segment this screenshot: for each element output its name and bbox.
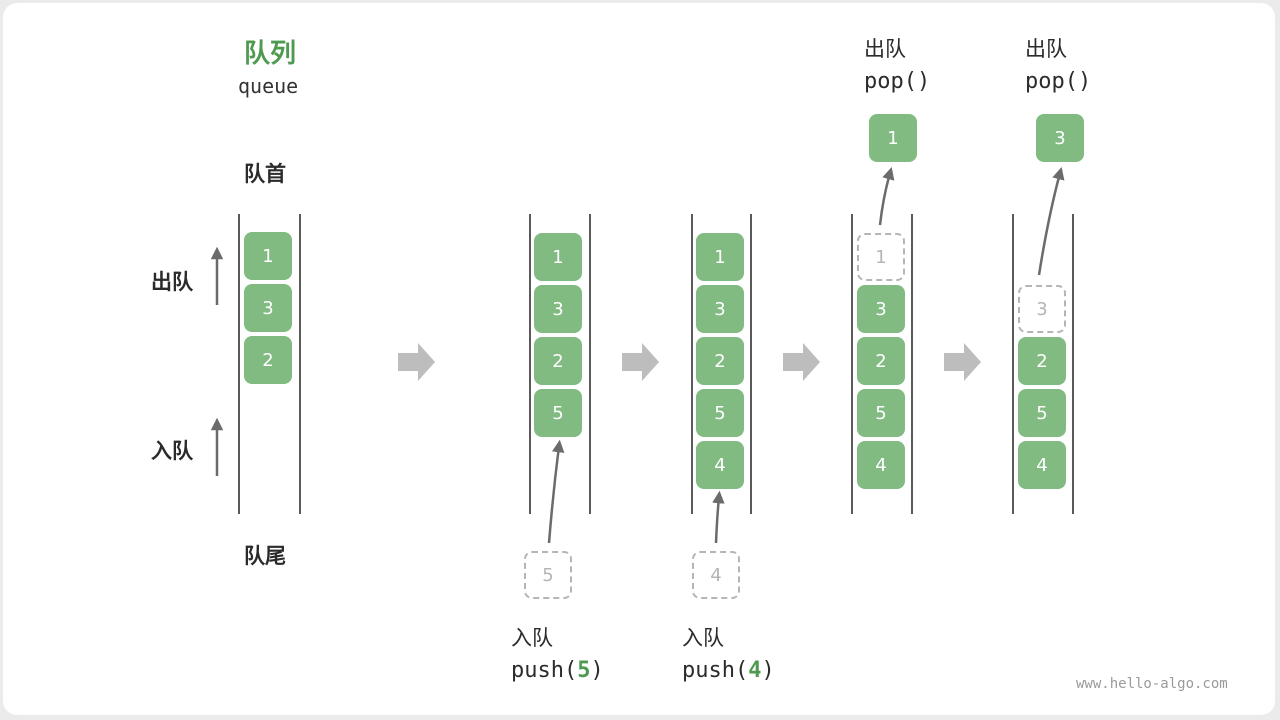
diagram-subtitle: queue [238, 74, 299, 98]
enqueue-label: 入队 [151, 439, 193, 463]
step-operation: pop() [1025, 69, 1092, 94]
step-caption: 出队 [1025, 37, 1067, 61]
push-arrow [712, 490, 725, 544]
step-operation: push(4) [682, 658, 775, 683]
queue-wall-right [299, 214, 301, 514]
queue-element: 4 [857, 441, 905, 489]
step-arrow-icon [944, 343, 981, 381]
queue-element: 3 [534, 285, 582, 333]
queue-wall-left [1012, 214, 1014, 514]
ghost-element: 5 [524, 551, 572, 599]
queue-element: 5 [857, 389, 905, 437]
queue-wall-right [750, 214, 752, 514]
dequeued-element: 1 [869, 114, 917, 162]
step-operation: push(5) [511, 658, 604, 683]
queue-element: 4 [1018, 441, 1066, 489]
step-arrow-icon [398, 343, 435, 381]
queue-element: 5 [534, 389, 582, 437]
ghost-element: 4 [692, 551, 740, 599]
head-label: 队首 [244, 162, 286, 186]
queue-element: 1 [696, 233, 744, 281]
step-operation: pop() [864, 69, 931, 94]
dequeue-label: 出队 [151, 270, 193, 294]
pop-arrow [878, 166, 895, 226]
step-caption: 入队 [682, 626, 724, 650]
queue-wall-left [529, 214, 531, 514]
queue-wall-right [589, 214, 591, 514]
diagram-card: 队列 queue 队首 队尾 出队 入队 1 3 2 1 3 2 5 5 入队 … [3, 3, 1275, 715]
push-arrow [547, 439, 565, 544]
step-arrow-icon [622, 343, 659, 381]
queue-wall-left [691, 214, 693, 514]
queue-wall-right [1072, 214, 1074, 514]
ghost-element: 1 [857, 233, 905, 281]
queue-element: 4 [696, 441, 744, 489]
diagram-title: 队列 [244, 39, 297, 69]
queue-wall-left [851, 214, 853, 514]
pop-arrow [1037, 166, 1065, 276]
queue-element: 2 [857, 337, 905, 385]
queue-element: 3 [857, 285, 905, 333]
watermark: www.hello-algo.com [1076, 676, 1228, 692]
queue-element: 2 [534, 337, 582, 385]
dequeued-element: 3 [1036, 114, 1084, 162]
queue-element: 5 [696, 389, 744, 437]
ghost-element: 3 [1018, 285, 1066, 333]
queue-element: 1 [244, 232, 292, 280]
step-caption: 入队 [511, 626, 553, 650]
queue-element: 1 [534, 233, 582, 281]
queue-element: 2 [244, 336, 292, 384]
queue-element: 2 [696, 337, 744, 385]
queue-element: 2 [1018, 337, 1066, 385]
queue-element: 3 [696, 285, 744, 333]
queue-wall-left [238, 214, 240, 514]
step-caption: 出队 [864, 37, 906, 61]
step-arrow-icon [783, 343, 820, 381]
tail-label: 队尾 [244, 544, 286, 568]
arrow-layer [210, 166, 1065, 544]
queue-element: 5 [1018, 389, 1066, 437]
queue-wall-right [911, 214, 913, 514]
queue-element: 3 [244, 284, 292, 332]
